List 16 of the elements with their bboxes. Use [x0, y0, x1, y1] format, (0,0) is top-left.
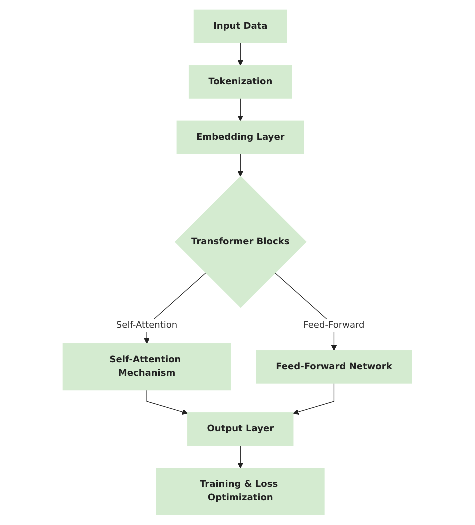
arrow	[238, 98, 244, 122]
node-box: Tokenization	[189, 65, 292, 99]
arrow	[146, 390, 188, 415]
node-box: Output Layer	[188, 412, 294, 446]
arrow	[238, 42, 244, 66]
edge-label: Feed-Forward	[304, 320, 365, 331]
node-box: Feed-Forward Network	[256, 350, 412, 384]
node-box: Self-Attention Mechanism	[62, 344, 232, 391]
arrow	[238, 154, 244, 177]
node-diamond: Transformer Blocks	[175, 176, 308, 308]
edge-label: Self-Attention	[116, 320, 178, 331]
node-box: Input Data	[194, 10, 288, 44]
node-box: Training & Loss Optimization	[156, 468, 325, 516]
arrow	[238, 445, 244, 469]
arrow	[293, 383, 335, 415]
node-box: Embedding Layer	[176, 120, 305, 154]
